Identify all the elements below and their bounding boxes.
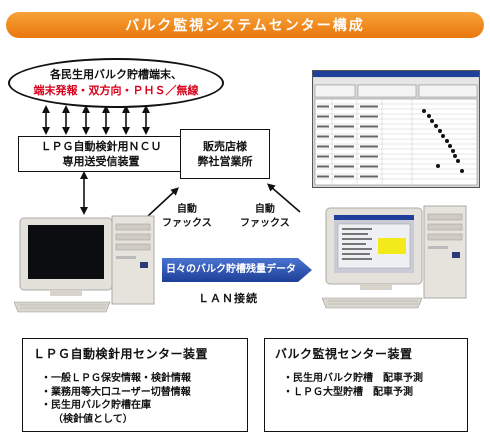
bulk-center-item: ・民生用バルク貯槽 配車予測 — [283, 373, 423, 384]
software-screenshot-image — [312, 70, 480, 188]
left-computer-image — [14, 215, 155, 313]
lpg-center-item: ・一般ＬＰＧ保安情報・検針情報 — [41, 373, 191, 384]
fax-right-line2: ファックス — [240, 218, 290, 229]
lpg-center-item: （検針値として） — [53, 413, 133, 425]
title-banner: バルク監視システムセンター構成 — [6, 12, 484, 38]
data-arrow-shape — [162, 258, 312, 282]
lpg-center-title: ＬＰＧ自動検針用センター装置 — [33, 347, 209, 361]
bulk-center-list: ・民生用バルク貯槽 配車予測 ・ＬＰＧ大型貯槽 配車予測 — [265, 372, 467, 399]
lpg-center-box: ＬＰＧ自動検針用センター装置 ・一般ＬＰＧ保安情報・検針情報 ・業務用等大口ユー… — [22, 338, 248, 432]
terminal-line1: 各民生用バルク貯槽端末、 — [50, 68, 182, 81]
fax-arrow-left — [147, 187, 179, 217]
ncu-line2: 専用送受信装置 — [62, 155, 140, 168]
title-text: バルク監視システムセンター構成 — [125, 18, 365, 34]
fax-left-line1: 自動 — [176, 204, 197, 215]
data-banner-arrow: 日々のバルク貯槽残量データ — [162, 258, 312, 282]
bulk-center-title: バルク監視センター装置 — [275, 347, 413, 361]
data-banner-text: 日々のバルク貯槽残量データ — [166, 264, 296, 275]
fax-left-line2: ファックス — [162, 218, 212, 229]
ncu-line1: ＬＰＧ自動検針用ＮＣＵ — [40, 140, 162, 153]
bulk-center-item: ・ＬＰＧ大型貯槽 配車予測 — [283, 386, 413, 398]
dealer-line1: 販売店様 — [203, 140, 247, 153]
terminal-ellipse: 各民生用バルク貯槽端末、 端末発報・双方向・ＰＨＳ／無線 — [8, 58, 224, 108]
lan-label: ＬＡＮ接続 — [198, 292, 258, 305]
bulk-center-box: バルク監視センター装置 ・民生用バルク貯槽 配車予測 ・ＬＰＧ大型貯槽 配車予測 — [264, 338, 468, 432]
lpg-center-item: ・民生用バルク貯槽在庫 — [41, 400, 151, 411]
lpg-center-list: ・一般ＬＰＧ保安情報・検針情報 ・業務用等大口ユーザー切替情報 ・民生用バルク貯… — [23, 372, 247, 426]
ncu-box: ＬＰＧ自動検針用ＮＣＵ 専用送受信装置 — [18, 136, 184, 172]
fax-label-right: 自動 ファックス — [240, 203, 290, 231]
terminal-line2: 端末発報・双方向・ＰＨＳ／無線 — [33, 84, 199, 97]
lpg-center-item: ・業務用等大口ユーザー切替情報 — [41, 386, 191, 398]
dealer-line2: 弊社営業所 — [197, 155, 253, 168]
right-computer-image — [322, 205, 467, 309]
dealer-box: 販売店様 弊社営業所 — [180, 129, 270, 179]
fax-right-line1: 自動 — [254, 204, 275, 215]
fax-arrow-right — [266, 183, 301, 213]
fax-label-left: 自動 ファックス — [162, 203, 212, 231]
